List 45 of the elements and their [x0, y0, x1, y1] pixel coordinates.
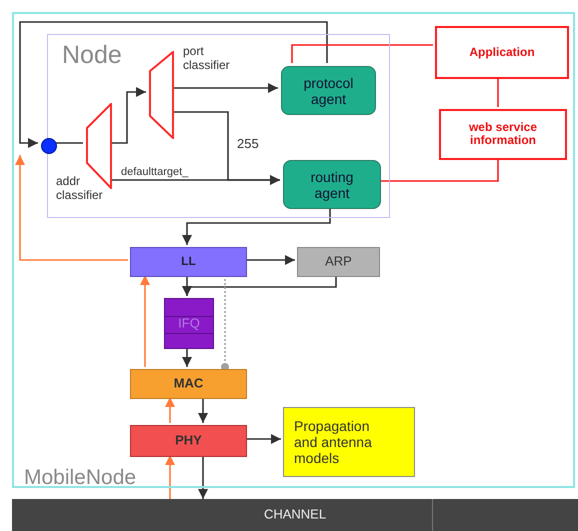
- node-label: Application: [468, 46, 536, 60]
- node-label: routing agent: [310, 168, 354, 201]
- edge-label: defaulttarget_: [120, 166, 190, 178]
- node-label: CHANNEL: [262, 508, 328, 522]
- layer-box: [297, 247, 380, 277]
- container-frame: [12, 12, 575, 488]
- connector-line: [497, 77, 499, 107]
- edge-label: 255: [236, 137, 260, 152]
- arrow: [15, 155, 128, 261]
- node-label: PHY: [174, 434, 203, 448]
- classifier-label: addr classifier: [56, 175, 104, 203]
- node-label: web service information: [468, 120, 538, 148]
- connector-line: [291, 44, 433, 63]
- arrow: [182, 347, 192, 367]
- model-box: [283, 407, 415, 477]
- arrow: [198, 397, 208, 423]
- node-label: protocol agent: [302, 74, 354, 107]
- arrow: [19, 21, 328, 148]
- arrow: [165, 397, 175, 423]
- node-label: IFQ: [177, 316, 201, 331]
- arrow: [140, 275, 150, 367]
- layer-box: [130, 247, 247, 277]
- arrow: [182, 206, 331, 245]
- node-label: LL: [180, 255, 197, 269]
- info-box: [439, 109, 567, 160]
- node-label: Propagation and antenna models: [293, 418, 373, 466]
- arrow: [245, 255, 295, 265]
- application-box: [435, 26, 569, 79]
- layer-box: [130, 425, 247, 457]
- arrow: [198, 455, 208, 499]
- queue-box: [164, 298, 214, 349]
- arrow: [165, 455, 175, 499]
- agent-box: [281, 66, 376, 115]
- layer-box: [130, 369, 247, 399]
- node-label: ARP: [324, 254, 353, 270]
- arrow: [245, 434, 281, 444]
- channel-bar: [12, 499, 578, 531]
- classifier-label: port classifier: [183, 45, 231, 73]
- arrow: [182, 275, 337, 296]
- container-title: MobileNode: [24, 466, 136, 490]
- agent-box: [283, 160, 381, 209]
- junction-dot: [41, 138, 57, 154]
- node-label: MAC: [172, 376, 204, 392]
- group-title: Node: [62, 41, 122, 70]
- connector-line: [54, 142, 83, 144]
